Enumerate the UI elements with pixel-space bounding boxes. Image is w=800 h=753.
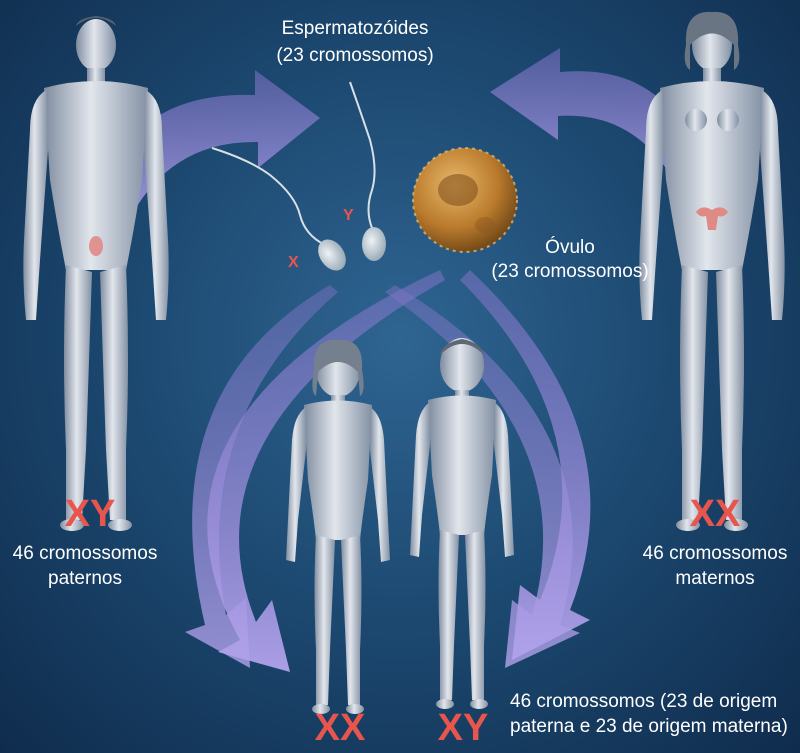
father-chromosomes: XY [64, 493, 116, 535]
arrow-father-to-sperm [95, 70, 320, 240]
father-count: 46 cromossomos [12, 543, 158, 564]
father-origin: paternos [48, 568, 122, 589]
father-reproductive-organ [89, 236, 103, 256]
girl-chromosomes: XX [314, 707, 366, 749]
arrow-sperm-x-to-girl [185, 285, 338, 668]
ovum-count: (23 cromossomos) [491, 261, 649, 282]
ovum [412, 147, 518, 253]
mother-origin: maternos [675, 568, 755, 589]
children-origin: paterna e 23 de origem materna) [510, 716, 788, 737]
children-count: 46 cromossomos (23 de origem [510, 691, 778, 712]
boy-chromosomes: XY [437, 707, 489, 749]
sperm-y-label: Y [343, 207, 354, 224]
sperm-title: Espermatozóides [281, 18, 429, 39]
boy-figure [410, 338, 514, 709]
mother-reproductive-organ [696, 207, 728, 230]
sperm-count: (23 cromossomos) [276, 45, 434, 66]
sperm-x-label: X [288, 254, 299, 271]
girl-figure [286, 339, 390, 714]
mother-count: 46 cromossomos [642, 543, 788, 564]
arrow-mother-to-ovum [490, 48, 712, 215]
mother-figure [639, 11, 785, 531]
sperm-y [349, 81, 386, 261]
mother-chromosomes: XX [689, 493, 741, 535]
sperm-x [211, 147, 346, 271]
father-figure [23, 16, 169, 531]
ovum-title: Óvulo [545, 237, 595, 258]
